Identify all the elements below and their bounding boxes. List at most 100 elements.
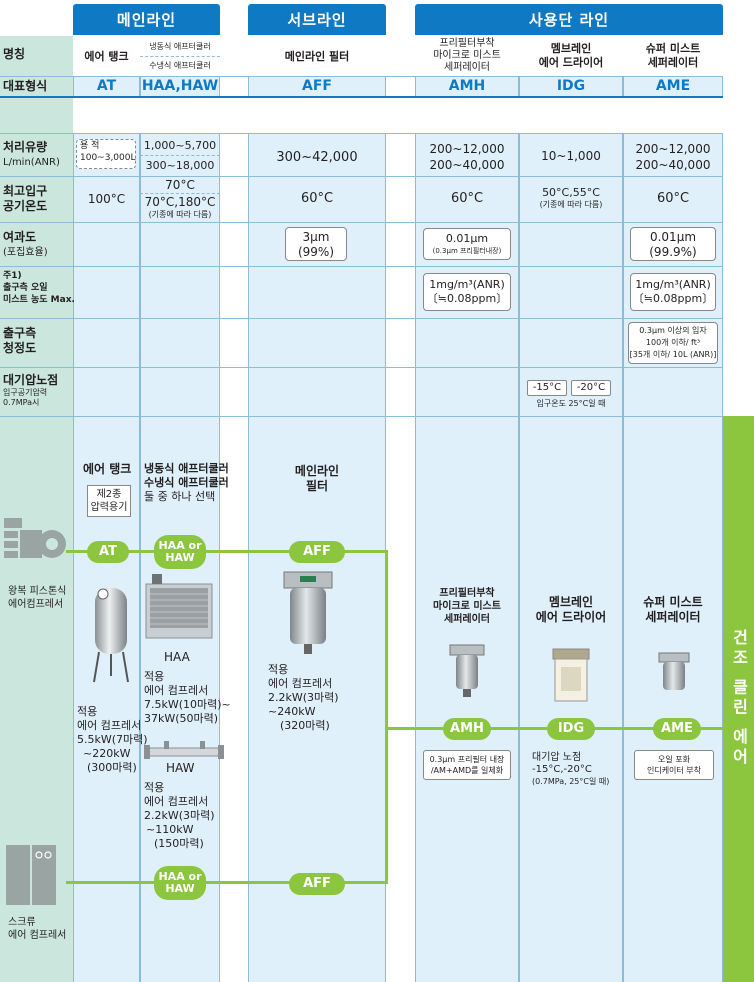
screw-compressor-icon [6,845,56,905]
label-dew-1: 대기압노점 [3,373,59,387]
oil-ame-1: 1mg/m³(ANR) [635,278,711,291]
label-name: 명칭 [3,47,26,61]
flow-haa-1: 1,000~5,700 [143,139,217,152]
amh-note-box: 0.3μm 프리필터 내장 /AM+AMD를 일체화 [423,750,511,780]
oil-amh-2: 〔≒0.08ppm〕 [426,292,508,305]
label-oil-2: 미스트 농도 Max. [3,295,75,305]
diag-haa-title-2: 수냉식 애프터쿨러 [144,476,229,489]
row-line [0,367,723,368]
label-filtration: 여과도 (포집효율) [3,230,48,260]
idg-note-3: (0.7MPa, 25°C일 때) [532,777,610,786]
at-apply-2: 에어 컴프레서 [77,719,142,732]
filt-aff-2: (99%) [297,245,335,259]
name-at: 에어 탱크 [84,50,129,63]
temp-haa-2: 70°C,180°C [144,195,216,209]
haa-apply-2: 에어 컴프레서 [144,684,209,697]
label-oil-note: 주1) [3,271,22,281]
haa-apply-3: 7.5kW(10마력)~ [144,698,231,711]
haa-cooler-icon [145,574,213,639]
clean-dry-air-band: 건조 클린 에어 [723,416,754,982]
temp-idg-2: (기종에 따라 다름) [539,200,603,209]
pill-haa-top-1: HAA or [158,539,202,552]
header-main-line: 메인라인 [73,4,220,35]
comp2-label: 스크류 에어 컴프레서 [8,916,66,942]
diag-amh-title-3: 세퍼레이터 [444,614,490,625]
haa-label: HAA [164,650,190,664]
label-oil: 주1) 출구측 오일 미스트 농도 Max. [3,270,75,306]
column-aff [248,36,386,982]
dew-idg-20: -20°C [571,380,611,396]
diag-at-box: 제2종 압력용기 [87,485,131,517]
amh-note-2: /AM+AMD를 일체화 [430,766,504,775]
flow-at-1: 용 적 [80,141,100,151]
name-ame-2: 세퍼레이터 [647,56,699,69]
ame-separator-icon [658,652,690,690]
diag-idg-title-1: 멤브레인 [548,595,594,609]
flow-at-box: 용 적 100~3,000L [76,139,136,169]
model-ame: AME [655,78,691,94]
comp1-label-2: 에어컴프레서 [8,599,64,610]
label-dew-2: 입구공기압력 [3,388,48,397]
idg-note-1: 대기압 노점 [532,752,582,763]
pipe-vertical [385,550,388,884]
piston-compressor-icon [4,518,66,558]
aff-apply-4: ~240kW [268,705,316,718]
amh-filter-icon [449,644,485,697]
pill-haa-bottom-1: HAA or [158,870,202,883]
label-dew-3: 0.7MPa시 [3,398,40,407]
name-aff: 메인라인 필터 [284,50,350,63]
flow-ame-1: 200~12,000 [635,142,711,156]
diag-haa-title-3: 둘 중 하나 선택 [144,490,216,503]
label-clean-2: 청정도 [3,341,37,355]
aff-apply: 적용 에어 컴프레서 2.2kW(3마력) ~240kW (320마력) [268,663,339,733]
idg-dryer-icon [552,648,590,702]
diag-aff-title: 메인라인 필터 [248,464,386,494]
name-amh-1: 프리필터부착 [439,38,495,49]
row-dash [140,155,220,156]
name-idg-2: 에어 드라이어 [538,56,604,69]
pill-amh: AMH [443,718,491,740]
diag-ame-title: 슈퍼 미스트 세퍼레이터 [623,595,723,625]
row-line [0,266,723,267]
ame-note-1: 오일 포화 [658,755,690,764]
label-clean-1: 출구측 [3,326,37,340]
filt-amh-1: 0.01μm [445,232,489,245]
clean-ame-box: 0.3μm 이상의 입자 100개 이하/ ft³ [35개 이하/ 10L (… [628,322,718,364]
label-model: 대표형식 [3,79,48,93]
comp1-label: 왕복 피스톤식 에어컴프레서 [8,585,66,611]
row-label-column [0,36,73,982]
label-filtration-2: (포집효율) [3,247,48,258]
filt-amh-2: (0.3μm 프리필터내장) [432,247,502,255]
comp2-label-1: 스크류 [8,917,36,928]
flow-amh-2: 200~40,000 [429,158,505,172]
label-flow-unit: L/min(ANR) [3,157,60,168]
haw-apply-3: 2.2kW(3마력) [144,809,215,822]
at-apply-5: (300마력) [87,761,137,774]
diag-ame-title-1: 슈퍼 미스트 [643,595,703,609]
flow-haa-2: 300~18,000 [145,159,215,172]
flow-aff: 300~42,000 [276,150,358,165]
name-amh: 프리필터부착 마이크로 미스트 세퍼레이터 [415,38,519,74]
pill-haa-bottom-2: HAW [165,882,195,895]
temp-at: 100°C [87,192,126,206]
pill-idg: IDG [547,718,595,740]
haw-apply: 적용 에어 컴프레서 2.2kW(3마력) ~110kW (150마력) [144,781,215,851]
pill-haa-top-2: HAW [165,551,195,564]
aff-apply-3: 2.2kW(3마력) [268,691,339,704]
diag-amh-title-2: 마이크로 미스트 [433,601,501,612]
label-flow-text: 처리유량 [3,140,48,154]
haw-apply-1: 적용 [144,781,165,794]
pill-at: AT [87,541,129,563]
temp-haa-note: (기종에 따라 다름) [148,210,212,219]
comp2-label-2: 에어 컴프레서 [8,930,67,941]
name-ame: 슈퍼 미스트 세퍼레이터 [623,42,723,70]
dew-idg-note: 입구온도 25°C일 때 [536,399,606,408]
haw-apply-4: ~110kW [146,823,194,836]
name-idg: 멤브레인 에어 드라이어 [519,42,623,70]
air-tank-icon [93,588,129,683]
aff-apply-5: (320마력) [280,719,330,732]
row-dash [140,56,220,57]
clean-ame-2: 100개 이하/ ft³ [645,338,701,347]
idg-note: 대기압 노점 -15°C,-20°C (0.7MPa, 25°C일 때) [532,752,609,788]
